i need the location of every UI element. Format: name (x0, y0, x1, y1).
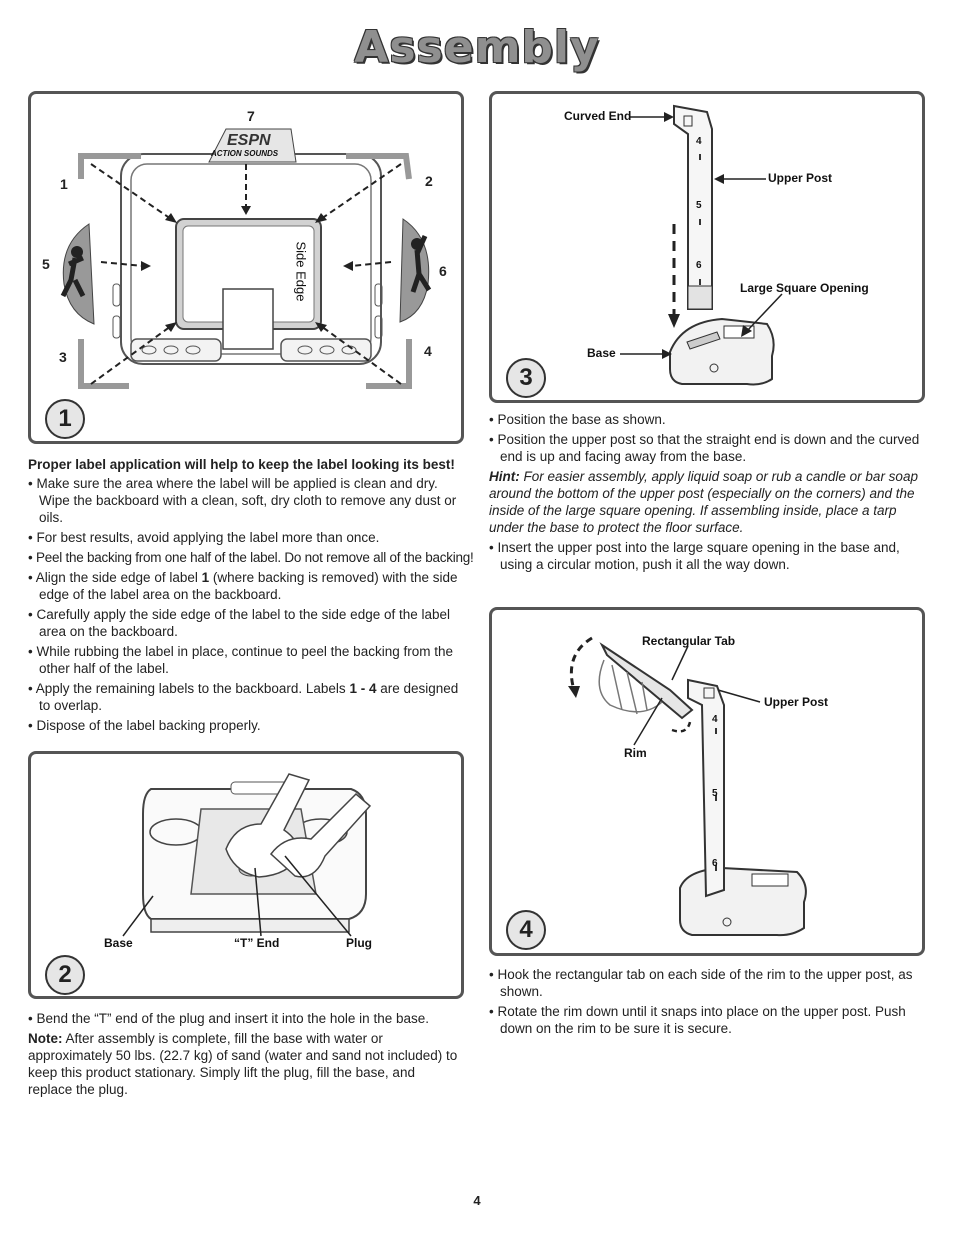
post-number-4: 4 (696, 136, 702, 147)
note-label: Note: (28, 1031, 63, 1046)
upper-post-callout: Upper Post (764, 695, 829, 709)
instruction-bullet: • Dispose of the label backing properly. (28, 718, 261, 733)
label-instructions-heading: Proper label application will help to ke… (28, 457, 455, 472)
hint-label: Hint: (489, 469, 520, 484)
step-number-badge: 2 (45, 955, 85, 995)
instruction-bullet-remaining: • Apply the remaining labels to the back… (28, 680, 470, 714)
rim-attachment-diagram (568, 636, 807, 937)
base-callout: Base (587, 346, 616, 360)
label-number-1: 1 (60, 176, 68, 192)
instruction-bullet: • Peel the backing from one half of the … (28, 550, 474, 565)
action-sounds-logo-text: ACTION SOUNDS (211, 149, 279, 158)
backboard-label-diagram (60, 128, 432, 389)
post-base-diagram (620, 104, 783, 386)
upper-post-callout: Upper Post (768, 171, 833, 185)
instruction-bullet: • Rotate the rim down until it snaps int… (489, 1004, 906, 1036)
instruction-text: • Apply the remaining labels to the back… (28, 681, 350, 696)
instruction-text: • Align the side edge of label (28, 570, 202, 585)
instruction-bullet-align: • Align the side edge of label 1 (where … (28, 569, 470, 603)
base-callout: Base (104, 936, 133, 950)
panel-step-4: Rectangular Tab Upper Post Rim 4 5 6 4 (489, 607, 925, 956)
instruction-bold: 1 - 4 (349, 681, 377, 696)
page-number: 4 (473, 1193, 481, 1208)
instruction-bullet: • Carefully apply the side edge of the l… (28, 607, 451, 639)
plug-callout: Plug (346, 936, 372, 950)
page-title: Assembly (354, 22, 600, 73)
instruction-text: are designed to overlap. (39, 681, 459, 713)
post-number-5: 5 (696, 200, 702, 211)
label-number-4: 4 (424, 343, 432, 359)
panel-step-3: Curved End Upper Post Large Square Openi… (489, 91, 925, 403)
step-3-instructions: • Position the base as shown. • Position… (489, 411, 925, 576)
step-number-badge: 3 (506, 358, 546, 398)
label-number-2: 2 (425, 173, 433, 189)
instruction-bullet: • Bend the “T” end of the plug and inser… (28, 1011, 429, 1026)
step-number-badge: 4 (506, 910, 546, 950)
instruction-bullet: • For best results, avoid applying the l… (28, 530, 380, 545)
post-number-6: 6 (712, 858, 718, 869)
step-2-instructions: • Bend the “T” end of the plug and inser… (28, 1010, 458, 1101)
instruction-bullet: • Make sure the area where the label wil… (28, 476, 457, 525)
panel-step-1: ESPN ACTION SOUNDS 7 1 2 5 6 3 4 Side Ed… (28, 91, 464, 444)
instruction-bold: 1 (201, 570, 210, 585)
espn-logo-text: ESPN (227, 132, 271, 149)
label-number-3: 3 (59, 349, 67, 365)
note-text: After assembly is complete, fill the bas… (28, 1031, 458, 1097)
instruction-bullet: • While rubbing the label in place, cont… (28, 644, 453, 676)
instruction-bullet: • Insert the upper post into the large s… (489, 540, 900, 572)
instruction-text: (where backing is removed) with the side… (39, 570, 458, 602)
label-instructions: Proper label application will help to ke… (28, 456, 474, 737)
side-edge-label: Side Edge (293, 241, 309, 302)
hint-text: For easier assembly, apply liquid soap o… (489, 469, 918, 535)
label-number-5: 5 (42, 256, 50, 272)
post-number-6: 6 (696, 260, 702, 271)
rim-callout: Rim (624, 746, 647, 760)
step-number-badge: 1 (45, 399, 85, 439)
curved-end-callout: Curved End (564, 109, 632, 123)
post-number-5: 5 (712, 788, 718, 799)
rectangular-tab-callout: Rectangular Tab (642, 634, 736, 648)
t-end-callout: “T” End (234, 936, 280, 950)
note-paragraph: Note: After assembly is complete, fill t… (28, 1030, 458, 1098)
large-square-opening-callout: Large Square Opening (740, 281, 869, 295)
label-number-7: 7 (247, 108, 255, 124)
step-4-instructions: • Hook the rectangular tab on each side … (489, 966, 925, 1040)
post-number-4: 4 (712, 714, 718, 725)
hint-paragraph: Hint: For easier assembly, apply liquid … (489, 468, 925, 536)
instruction-bullet: • Position the base as shown. (489, 412, 666, 427)
base-plug-diagram (122, 773, 372, 937)
instruction-bullet: • Position the upper post so that the st… (489, 432, 920, 464)
panel-step-2: Base “T” End Plug 2 (28, 751, 464, 999)
label-number-6: 6 (439, 263, 447, 279)
instruction-bullet: • Hook the rectangular tab on each side … (489, 967, 913, 999)
